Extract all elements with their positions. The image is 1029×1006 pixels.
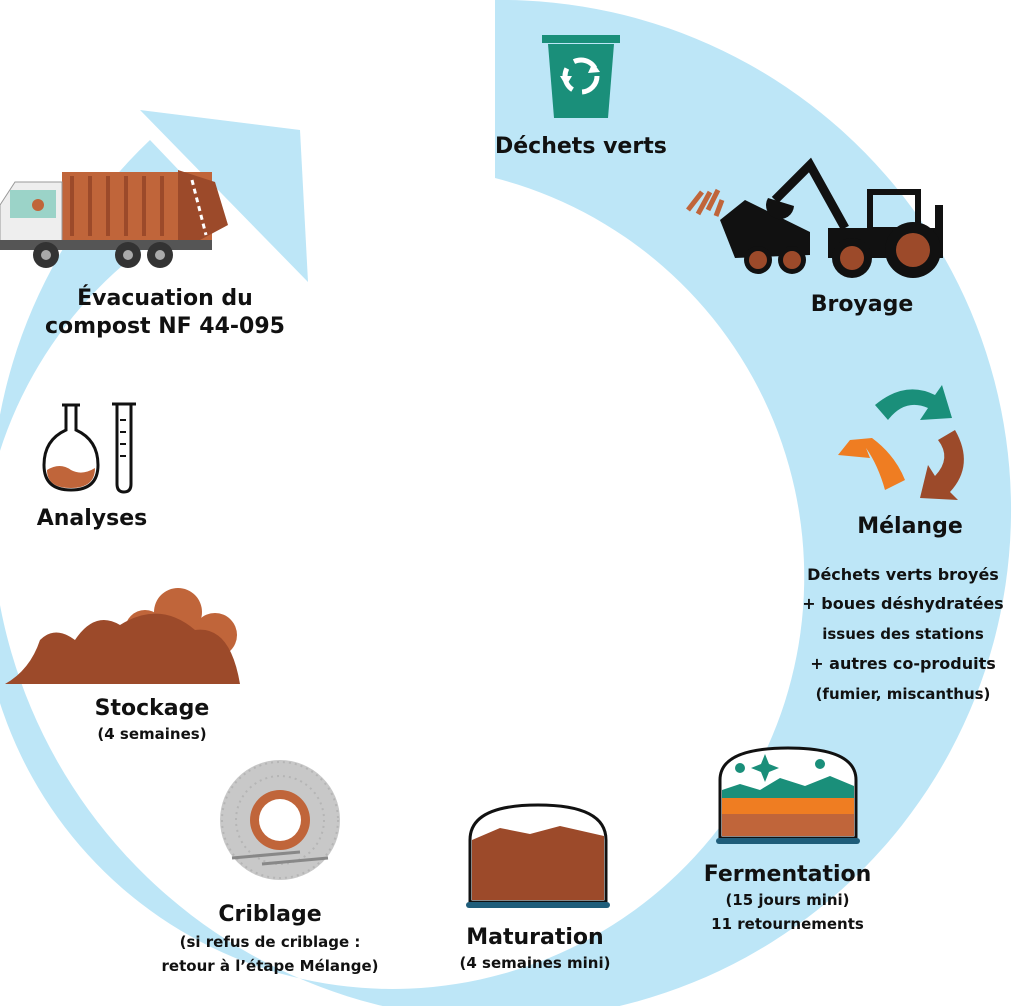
melange-detail-1: Déchets verts broyés <box>807 565 999 584</box>
fermentation-detail-2: 11 retournements <box>711 915 864 933</box>
label-maturation: Maturation <box>466 925 604 950</box>
fermentation-detail-1: (15 jours mini) <box>725 891 850 909</box>
melange-detail-5: (fumier, miscanthus) <box>815 685 991 703</box>
label-stockage: Stockage <box>94 696 210 721</box>
maturation-detail-1: (4 semaines mini) <box>459 954 611 972</box>
criblage-detail-2: retour à l’étape Mélange) <box>161 957 379 975</box>
recycle-arrows-icon <box>838 385 964 500</box>
melange-detail-2: + boues déshydratées <box>802 594 1004 613</box>
melange-detail-4: + autres co-produits <box>810 654 996 673</box>
garbage-truck-icon <box>0 170 228 268</box>
label-fermentation: Fermentation <box>703 862 872 887</box>
shredder-tractor-icon <box>686 157 943 278</box>
stockage-detail-1: (4 semaines) <box>97 725 207 743</box>
criblage-detail-1: (si refus de criblage : <box>179 933 361 951</box>
lab-flask-icon <box>42 402 136 494</box>
maturation-tank-icon <box>466 803 610 908</box>
label-dechets-verts: Déchets verts <box>495 134 667 159</box>
screen-drum-icon <box>220 760 340 880</box>
label-analyses: Analyses <box>36 506 148 531</box>
label-broyage: Broyage <box>810 292 914 317</box>
recycle-bin-icon <box>542 35 620 118</box>
label-melange: Mélange <box>857 514 963 539</box>
fermentation-tank-icon <box>716 746 860 844</box>
melange-detail-3: issues des stations <box>822 625 984 643</box>
label-evacuation-line1: Évacuation du <box>77 286 253 311</box>
compost-pile-icon <box>5 588 240 684</box>
label-evacuation-line2: compost NF 44-095 <box>45 314 285 339</box>
cycle-arrow-head <box>140 110 308 282</box>
label-criblage: Criblage <box>218 902 322 927</box>
